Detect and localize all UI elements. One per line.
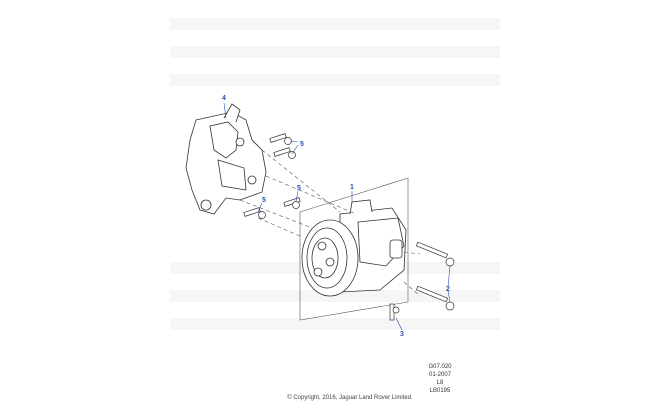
- power-steering-pump: [299, 177, 409, 321]
- copyright-notice: © Copyright, 2016, Jaguar Land Rover Lim…: [287, 395, 413, 401]
- callout-3: 3: [400, 331, 404, 338]
- callout-5-middle: 5: [297, 185, 301, 192]
- watermark-band: [170, 18, 500, 30]
- bolt: [283, 197, 301, 209]
- bolt: [269, 133, 292, 145]
- reference-code: G07.020: [428, 364, 452, 370]
- watermark-band: [170, 74, 500, 86]
- callout-2: 2: [446, 286, 450, 293]
- callout-5-lower: 5: [262, 197, 266, 204]
- mounting-bracket: [185, 103, 267, 215]
- watermark-band: [170, 318, 500, 330]
- callout-5-upper: 5: [300, 141, 304, 148]
- alignment-lines: [239, 149, 421, 297]
- stud-bolt: [389, 303, 400, 321]
- bolt: [273, 147, 296, 159]
- callout-1: 1: [350, 184, 354, 191]
- reference-id: LB0195: [429, 388, 451, 394]
- bolt: [243, 207, 266, 219]
- reference-date: 01-2007: [428, 372, 452, 378]
- leader-lines: [223, 102, 451, 331]
- long-bolt: [415, 241, 455, 267]
- callout-4: 4: [222, 95, 226, 102]
- reference-model: L8: [436, 380, 444, 386]
- watermark-band: [170, 46, 500, 58]
- watermark-band: [170, 290, 500, 302]
